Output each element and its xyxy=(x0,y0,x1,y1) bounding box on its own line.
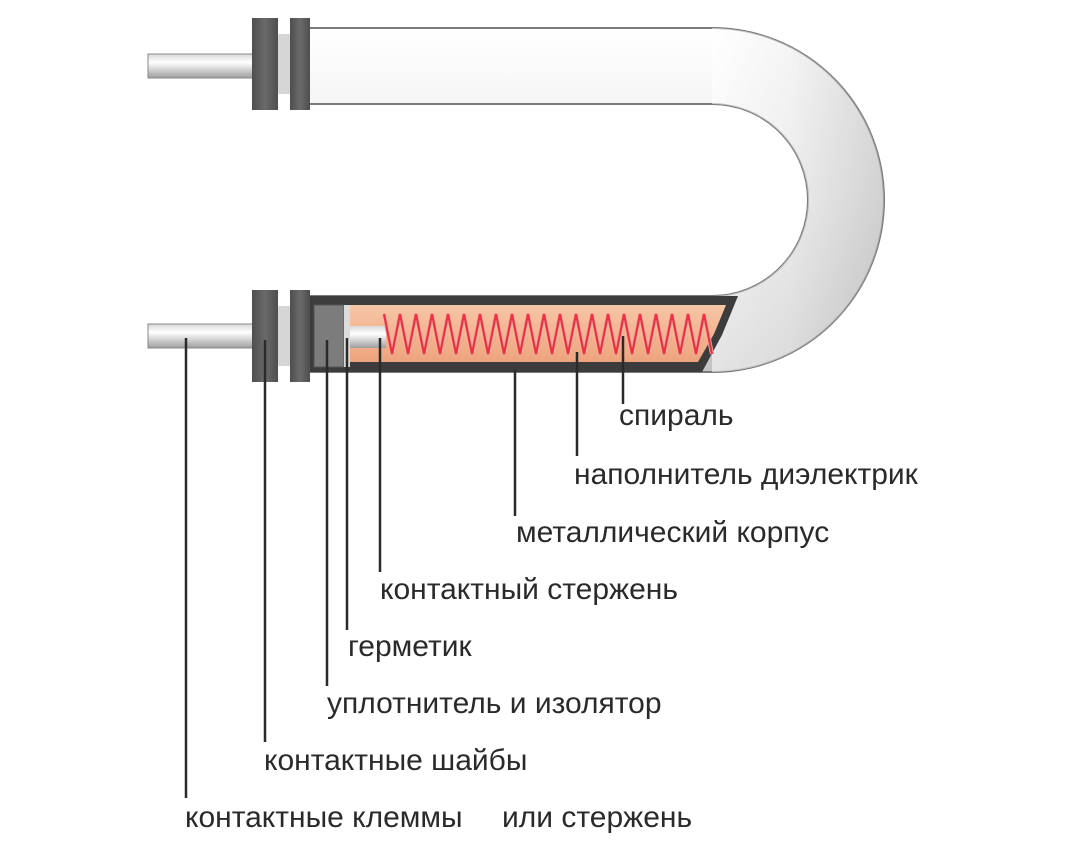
label-metal-body: металлический корпус xyxy=(516,516,830,549)
bottom-washer-2 xyxy=(290,290,310,382)
label-sealant: герметик xyxy=(348,630,472,663)
bottom-terminal-rod xyxy=(147,323,257,349)
label-spiral: спираль xyxy=(619,399,734,432)
top-terminal-rod xyxy=(147,53,257,79)
top-washer-2 xyxy=(290,18,310,110)
label-contact-rod: контактный стержень xyxy=(380,573,678,606)
top-washer-1 xyxy=(252,18,278,110)
top-washer-spacer xyxy=(278,34,290,94)
label-washers: контактные шайбы xyxy=(264,744,528,777)
seal-insulator xyxy=(313,304,345,368)
bottom-washer-spacer xyxy=(278,306,290,366)
label-terminals-alt: или стержень xyxy=(502,801,693,834)
heating-spiral xyxy=(382,313,714,355)
tube-bend-shade xyxy=(712,28,884,372)
label-terminals: контактные клеммы xyxy=(185,801,463,834)
label-filler: наполнитель диэлектрик xyxy=(574,458,918,491)
spiral-coil xyxy=(382,313,714,355)
sealant xyxy=(344,305,350,367)
inner-contact-rod xyxy=(350,326,386,348)
label-seal-insulator: уплотнитель и изолятор xyxy=(327,687,662,720)
